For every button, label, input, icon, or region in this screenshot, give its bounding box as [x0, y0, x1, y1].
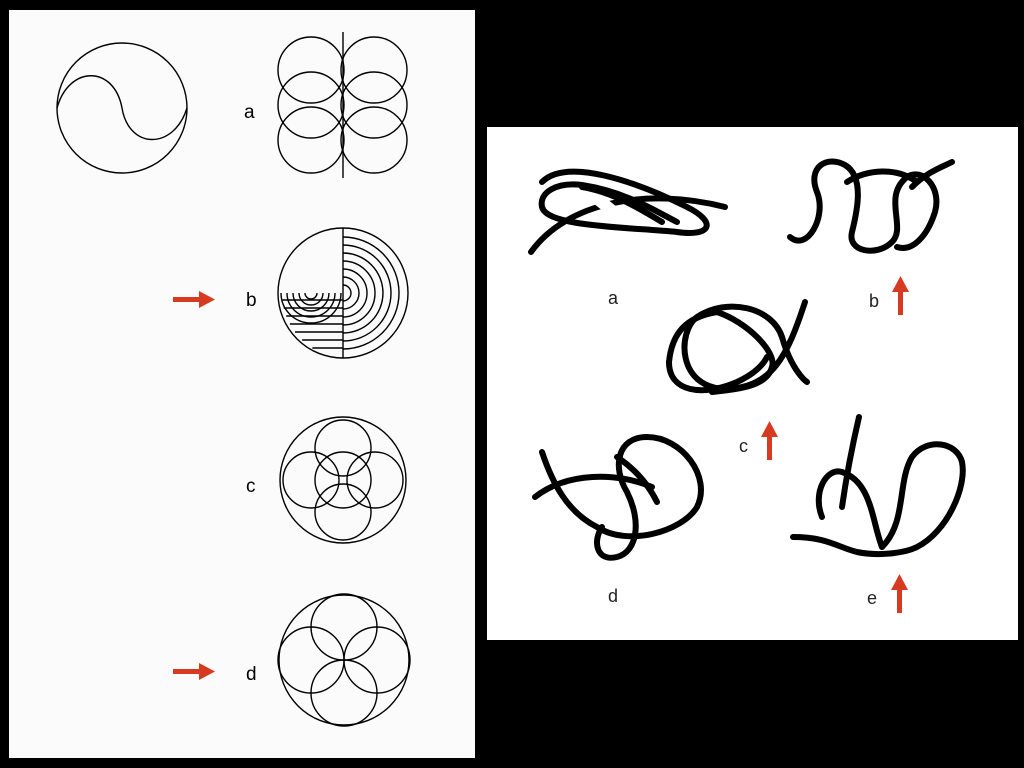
- knot-label-e: e: [867, 588, 877, 608]
- label-d: d: [246, 664, 257, 685]
- red-arrow-up-icon: [891, 574, 908, 613]
- knot-label-b: b: [869, 291, 879, 311]
- circle-figures-panel: a b c: [9, 10, 475, 758]
- knot-c: [666, 299, 810, 395]
- knot-a: [528, 168, 728, 255]
- knot-label-c: c: [739, 436, 748, 456]
- knot-figures-panel: a b c d: [487, 127, 1018, 640]
- knot-e: [790, 414, 966, 558]
- knot-b: [787, 158, 955, 254]
- circle-figures-svg: a b c: [56, 32, 411, 727]
- yin-yang-figure: [56, 42, 188, 174]
- red-arrow-up-icon: [892, 276, 909, 315]
- knot-label-a: a: [608, 288, 619, 308]
- figure-d: [277, 593, 411, 727]
- knot-d: [532, 434, 704, 561]
- figure-c: [279, 416, 407, 544]
- red-arrow-right-icon: [173, 291, 215, 308]
- red-arrow-up-icon: [761, 421, 778, 460]
- label-b: b: [246, 290, 257, 311]
- figure-b: [277, 227, 409, 359]
- figure-a: [277, 32, 408, 178]
- label-a: a: [244, 102, 255, 123]
- knot-figures-svg: a b c d: [528, 158, 966, 613]
- red-arrow-right-icon: [173, 663, 215, 680]
- label-c: c: [246, 476, 256, 497]
- knot-label-d: d: [608, 586, 618, 606]
